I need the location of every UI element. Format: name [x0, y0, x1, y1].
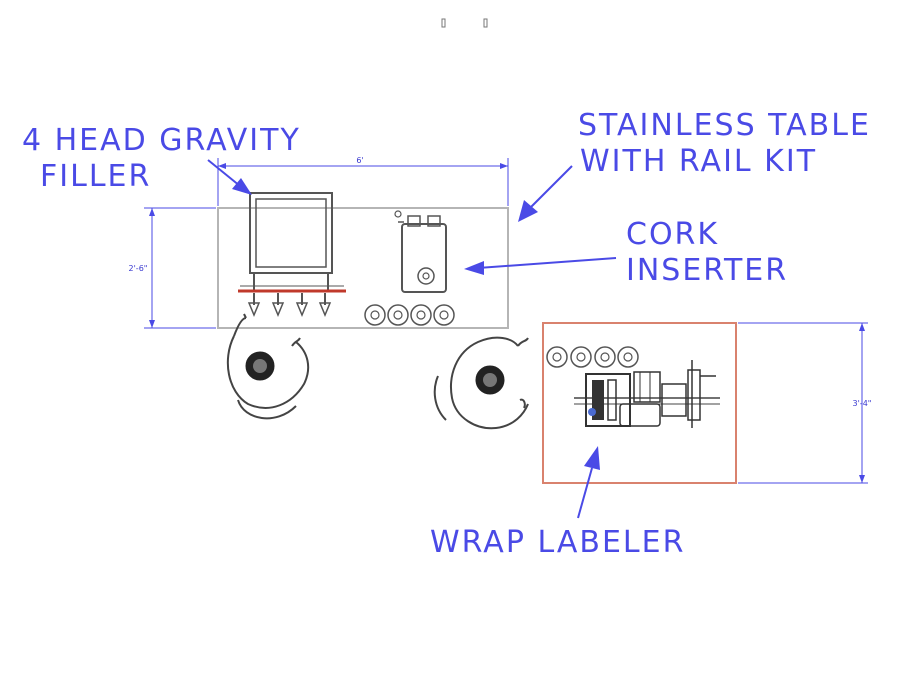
table-length-label: 6': [356, 156, 363, 165]
bottle: [617, 346, 639, 368]
fill-head-4: [318, 293, 332, 317]
table-length-dimension: 6': [217, 156, 509, 206]
labeler-depth-label: 3'-4": [853, 399, 872, 408]
stainless-table: [217, 207, 509, 329]
fill-head-3: [295, 293, 309, 317]
table-depth-dimension: 2'-6": [129, 207, 216, 329]
top-mark-right: [483, 18, 488, 28]
cork-label-line2: INSERTER: [626, 253, 788, 288]
bottle: [594, 346, 616, 368]
wrap-labeler-footprint: [542, 322, 737, 484]
cork-leader-arrow: [464, 257, 617, 275]
operator-left: [226, 313, 310, 420]
table-label-line2: WITH RAIL KIT: [580, 144, 817, 179]
filler-leader-arrow: [207, 159, 252, 195]
labeler-depth-dimension: 3'-4": [738, 322, 872, 484]
wrap-labeler-machine: [574, 360, 720, 428]
filler-label-line1: 4 HEAD GRAVITY: [22, 123, 301, 158]
bottle: [387, 304, 409, 326]
table-depth-label: 2'-6": [129, 264, 148, 273]
cork-inserter: [394, 210, 447, 293]
operator-right: [433, 336, 529, 430]
fill-head-1: [247, 293, 261, 317]
labeler-label: WRAP LABELER: [430, 525, 685, 560]
top-mark-left: [441, 18, 446, 28]
bottle: [364, 304, 386, 326]
filler-label-line2: FILLER: [40, 159, 151, 194]
fill-head-2: [271, 293, 285, 317]
bottle: [546, 346, 568, 368]
bottle: [433, 304, 455, 326]
bottles-at-labeler: [546, 346, 639, 368]
bottles-on-table: [364, 304, 455, 326]
cork-label-line1: CORK: [626, 217, 719, 252]
bottle: [570, 346, 592, 368]
table-leader-arrow: [518, 165, 573, 222]
table-label-line1: STAINLESS TABLE: [578, 108, 871, 143]
gravity-filler: [238, 192, 346, 317]
labeler-leader-arrow: [577, 446, 600, 519]
bottle: [410, 304, 432, 326]
